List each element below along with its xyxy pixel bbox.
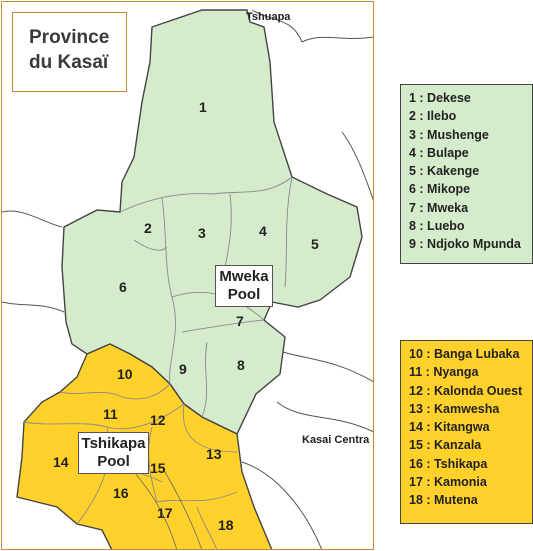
title-line2: du Kasaï (29, 52, 109, 73)
region-number: 12 (150, 412, 166, 428)
region-number: 10 (117, 366, 133, 382)
pool-label-line2: Pool (97, 453, 130, 470)
legend-item: 13 : Kamwesha (409, 401, 500, 416)
region-number: 14 (53, 454, 69, 470)
legend-item: 16 : Tshikapa (409, 456, 488, 471)
legend-item: 8 : Luebo (409, 219, 465, 234)
region-number: 4 (259, 223, 267, 239)
legend-item: 3 : Mushenge (409, 127, 489, 142)
legend-item: 11 : Nyanga (409, 365, 479, 380)
province-title: Province du Kasaï (12, 12, 127, 92)
region-number: 3 (198, 225, 206, 241)
legend-tshikapa-pool: 10 : Banga Lubaka 11 : Nyanga 12 : Kalon… (400, 340, 533, 524)
legend-item: 14 : Kitangwa (409, 420, 490, 435)
region-number: 18 (218, 517, 234, 533)
region-number: 5 (311, 236, 319, 252)
pool-label-line2: Pool (227, 286, 261, 303)
neighbor-label-east: Kasai Centra (302, 434, 370, 446)
legend-item: 17 : Kamonia (409, 475, 487, 490)
region-number: 16 (113, 485, 129, 501)
legend-item: 15 : Kanzala (409, 438, 482, 453)
pool-label-line1: Mweka (219, 268, 269, 285)
legend-item: 5 : Kakenge (409, 164, 480, 179)
legend-item: 7 : Mweka (409, 200, 469, 215)
legend-item: 9 : Ndjoko Mpunda (409, 237, 521, 252)
neighbor-label-north: Tshuapa (246, 11, 291, 23)
legend-item: 10 : Banga Lubaka (409, 347, 520, 361)
legend-mweka-pool: 1 : Dekese 2 : Ilebo 3 : Mushenge 4 : Bu… (400, 84, 533, 264)
region-number: 13 (206, 446, 222, 462)
region-number: 8 (237, 357, 245, 373)
pool-label-line1: Tshikapa (81, 435, 146, 452)
title-line1: Province (29, 27, 110, 48)
region-number: 7 (236, 313, 244, 329)
legend-item: 6 : Mikope (409, 182, 471, 197)
map-frame: Province du Kasaï Tshuapa Kasai Centra M… (1, 1, 374, 550)
legend-item: 1 : Dekese (409, 91, 471, 105)
region-number: 17 (157, 505, 173, 521)
tshikapa-pool-label: Tshikapa Pool (78, 432, 149, 474)
region-number: 2 (144, 220, 152, 236)
region-number: 1 (199, 99, 207, 115)
legend-item: 12 : Kalonda Ouest (409, 383, 523, 398)
legend-item: 2 : Ilebo (409, 109, 457, 124)
legend-item: 4 : Bulape (409, 145, 469, 160)
region-number: 11 (103, 406, 118, 422)
mweka-pool-label: Mweka Pool (215, 265, 273, 307)
region-number: 9 (179, 361, 187, 377)
legend-item: 18 : Mutena (409, 493, 478, 508)
region-number: 6 (119, 279, 127, 295)
mweka-pool-area (61, 9, 363, 435)
region-number: 15 (150, 460, 166, 476)
